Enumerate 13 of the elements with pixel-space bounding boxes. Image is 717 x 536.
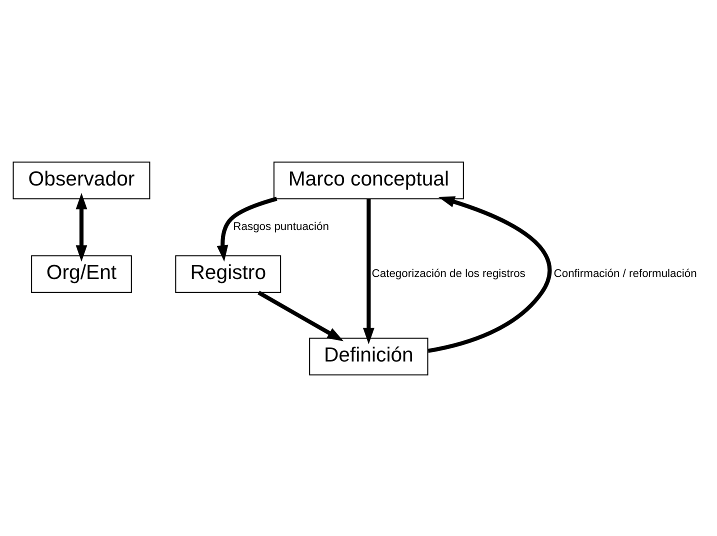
arrow — [258, 290, 344, 341]
arrow — [362, 198, 374, 344]
node-box: Org/Ent — [31, 254, 132, 292]
edge-label: Rasgos puntuación — [233, 220, 329, 233]
node-box: Observador — [12, 161, 150, 199]
arrow — [76, 192, 88, 262]
node-box: Marco conceptual — [273, 161, 464, 199]
node-box: Definición — [309, 337, 428, 375]
edge-label: Categorización de los registros — [372, 267, 526, 280]
edge-label: Confirmación / reformulación — [554, 267, 697, 280]
node-box: Registro — [175, 254, 282, 292]
arrow — [428, 196, 552, 352]
arrow — [216, 196, 278, 262]
